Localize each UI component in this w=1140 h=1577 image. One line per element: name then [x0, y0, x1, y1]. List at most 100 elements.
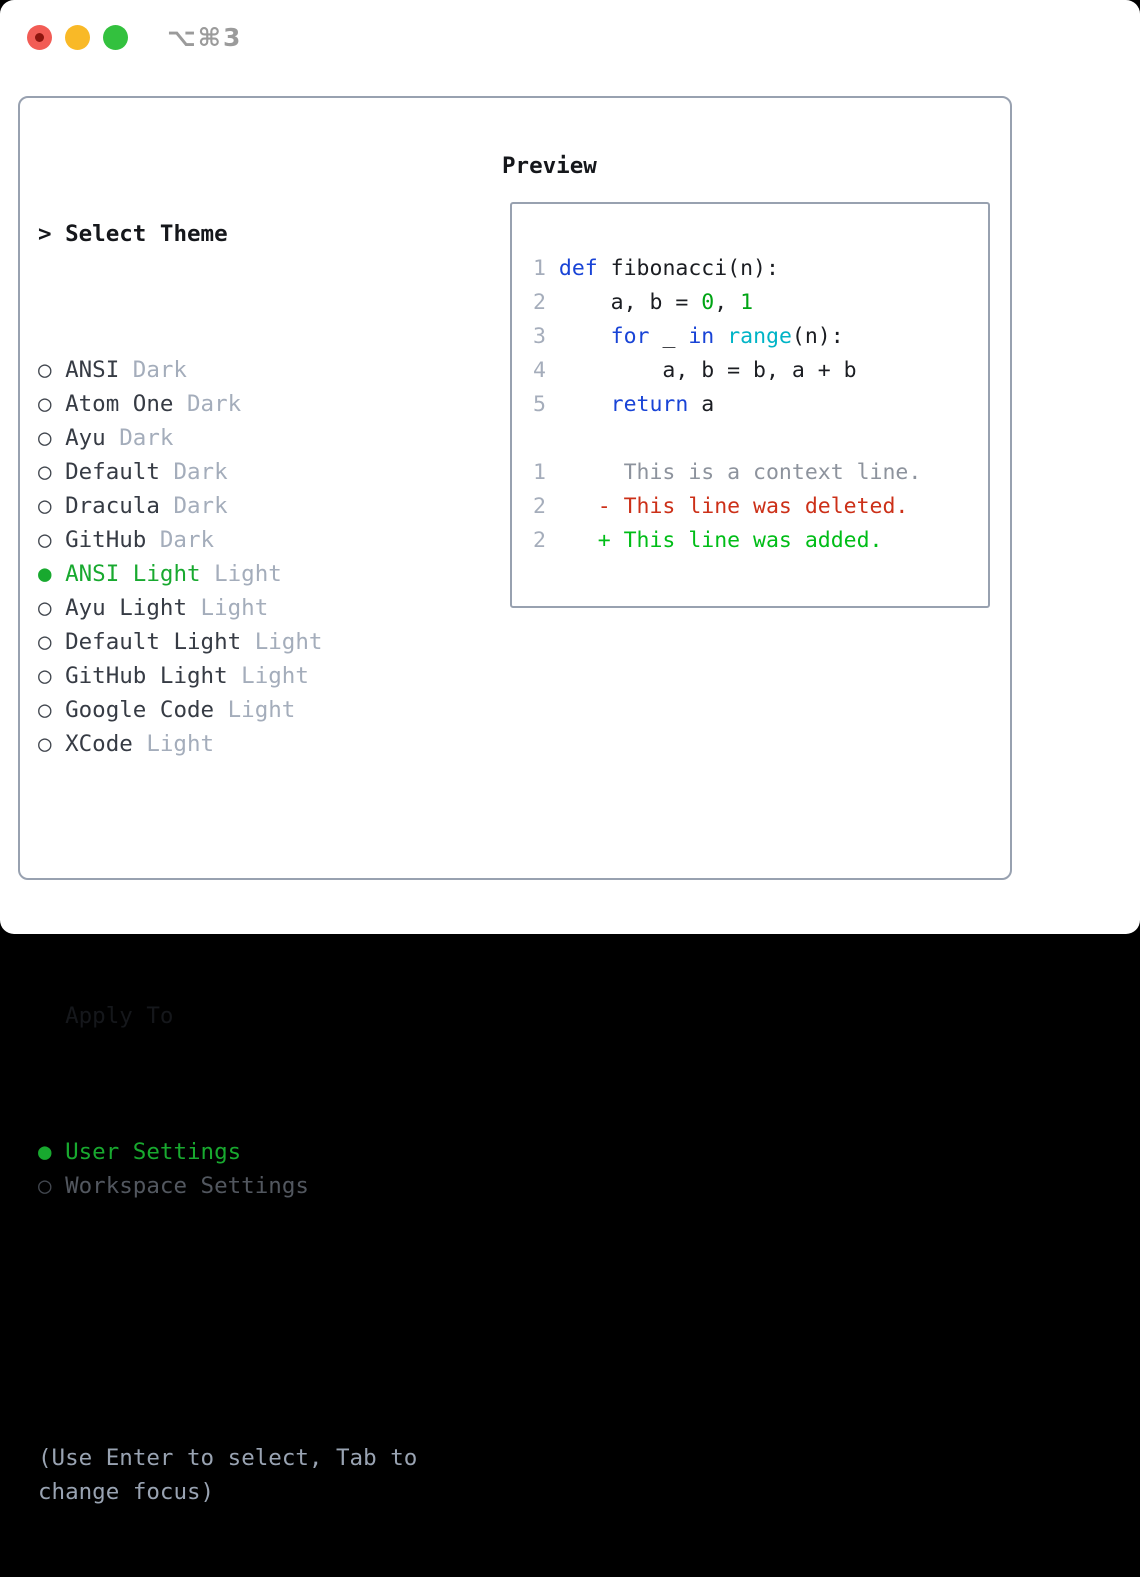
token-code: (n): — [791, 324, 844, 349]
help-text: (Use Enter to select, Tab to change focu… — [38, 1445, 418, 1505]
radio-icon: ○ — [38, 527, 52, 553]
theme-name: GitHub Light — [65, 663, 228, 689]
spacer — [38, 863, 438, 897]
theme-item-ayu-light[interactable]: ○ Ayu Light Light — [38, 591, 438, 625]
theme-name: XCode — [65, 731, 133, 757]
preview-line: 4 a, b = b, a + b — [533, 354, 988, 388]
line-number: 1 — [533, 460, 546, 485]
radio-selected-icon: ● — [38, 1139, 52, 1165]
radio-icon: ○ — [38, 663, 52, 689]
theme-variant: Light — [214, 561, 282, 587]
line-number: 3 — [533, 324, 546, 349]
theme-name: ANSI Light — [65, 561, 201, 587]
apply-to-label: Apply To — [65, 1003, 174, 1029]
theme-variant: Light — [254, 629, 323, 655]
theme-name: ANSI — [65, 357, 120, 383]
select-theme-label: Select Theme — [65, 221, 228, 247]
token-number: 1 — [740, 290, 754, 315]
apply-to-header: Apply To — [38, 999, 438, 1033]
apply-option-label: Workspace Settings — [65, 1173, 309, 1199]
theme-name: Atom One — [65, 391, 174, 417]
apply-option-user-settings[interactable]: ● User Settings — [38, 1135, 438, 1169]
radio-icon: ○ — [38, 697, 52, 723]
theme-item-default-light[interactable]: ○ Default Light Light — [38, 625, 438, 659]
theme-name: Default Light — [65, 629, 242, 655]
theme-name: Default — [65, 459, 160, 485]
theme-item-ansi-light[interactable]: ● ANSI Light Light — [38, 557, 438, 591]
theme-variant: Light — [241, 663, 309, 689]
token-code: a, b = b, a + b — [558, 358, 857, 383]
radio-icon: ○ — [38, 595, 52, 621]
window-title: ⌥⌘3 — [167, 23, 243, 52]
line-number: 2 — [533, 494, 546, 519]
theme-name: Ayu Light — [65, 595, 187, 621]
token-context: This is a context line. — [558, 460, 922, 485]
blank-line — [533, 422, 988, 456]
minimize-button[interactable] — [65, 25, 90, 50]
close-button[interactable] — [27, 25, 52, 50]
preview-line: 2 - This line was deleted. — [533, 490, 988, 524]
radio-icon: ○ — [38, 731, 52, 757]
radio-icon: ○ — [38, 493, 52, 519]
theme-item-github-light[interactable]: ○ GitHub Light Light — [38, 659, 438, 693]
theme-name: Google Code — [65, 697, 215, 723]
apply-option-workspace-settings[interactable]: ○ Workspace Settings — [38, 1169, 438, 1203]
line-number: 2 — [533, 290, 546, 315]
theme-variant: Dark — [173, 459, 228, 485]
theme-variant: Dark — [119, 425, 174, 451]
token-code — [714, 324, 727, 349]
preview-line: 2 + This line was added. — [533, 524, 988, 558]
line-number: 4 — [533, 358, 546, 383]
radio-icon: ○ — [38, 629, 52, 655]
line-number: 1 — [533, 256, 546, 281]
token-keyword: for — [610, 324, 650, 349]
token-keyword: in — [688, 324, 715, 349]
token-code: a — [688, 392, 715, 417]
theme-item-xcode[interactable]: ○ XCode Light — [38, 727, 438, 761]
token-code: , — [714, 290, 741, 315]
theme-name: Ayu — [65, 425, 106, 451]
line-number: 2 — [533, 528, 546, 553]
preview-line: 1 def fibonacci(n): — [533, 252, 988, 286]
token-keyword: return — [610, 392, 689, 417]
token-added: + This line was added. — [558, 528, 883, 553]
token-keyword: def — [558, 256, 598, 281]
token-deleted: - This line was deleted. — [558, 494, 909, 519]
token-number: 0 — [701, 290, 715, 315]
preview-line: 5 return a — [533, 388, 988, 422]
theme-variant: Dark — [173, 493, 228, 519]
radio-icon: ○ — [38, 357, 52, 383]
theme-name: GitHub — [65, 527, 147, 553]
token-code: fibonacci(n): — [597, 256, 779, 281]
radio-icon: ○ — [38, 1173, 52, 1199]
token-code — [559, 392, 611, 417]
apply-option-label: User Settings — [65, 1139, 242, 1165]
zoom-button[interactable] — [103, 25, 128, 50]
token-code: a, b = — [558, 290, 702, 315]
theme-item-dracula[interactable]: ○ Dracula Dark — [38, 489, 438, 523]
radio-icon: ○ — [38, 391, 52, 417]
cursor-icon: > — [38, 221, 52, 247]
token-code — [559, 324, 611, 349]
token-builtin: range — [727, 324, 792, 349]
radio-selected-icon: ● — [38, 561, 52, 587]
theme-name: Dracula — [65, 493, 160, 519]
preview-line: 2 a, b = 0, 1 — [533, 286, 988, 320]
apply-to-options: ● User Settings ○ Workspace Settings — [38, 1135, 438, 1203]
theme-variant: Light — [146, 731, 215, 757]
preview-line: 1 This is a context line. — [533, 456, 988, 490]
line-number: 5 — [533, 392, 546, 417]
select-theme-header: > Select Theme — [38, 217, 438, 251]
theme-variant: Light — [200, 595, 269, 621]
